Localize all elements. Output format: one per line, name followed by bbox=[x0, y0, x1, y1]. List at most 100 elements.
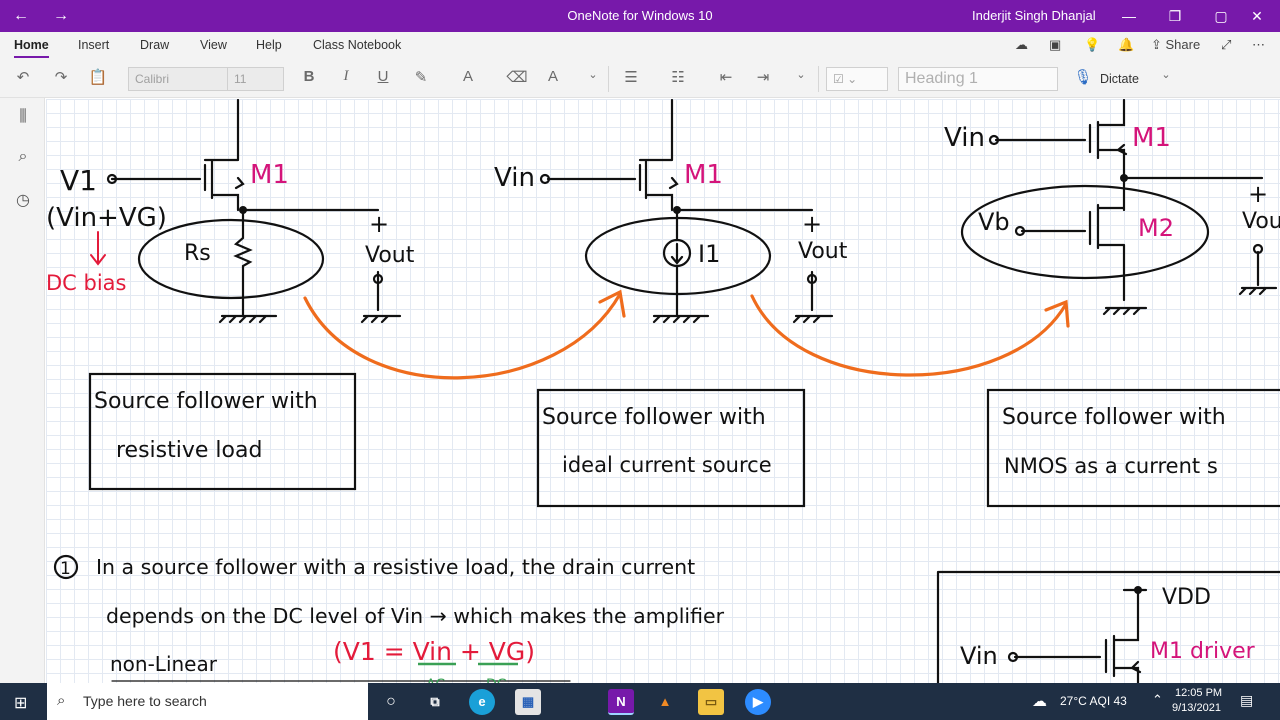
chevron-down-icon[interactable]: ⌄ bbox=[1161, 69, 1171, 81]
clock-time[interactable]: 12:05 PM bbox=[1175, 687, 1223, 699]
weather-icon[interactable]: ☁ bbox=[1032, 693, 1047, 710]
c2-source-label: I1 bbox=[698, 240, 720, 268]
c2-transistor-label: M1 bbox=[684, 160, 723, 190]
c3-caption-line2: NMOS as a current s bbox=[1004, 454, 1218, 478]
font-color-icon[interactable]: A bbox=[462, 68, 473, 85]
back-arrow-icon[interactable]: ← bbox=[13, 7, 29, 24]
sync-icon[interactable]: ☁ bbox=[1015, 37, 1028, 52]
handwriting-ink: V1 (Vin+VG) DC bias M1 Rs + Vout Source … bbox=[46, 99, 1280, 683]
point1-number: 1 bbox=[60, 559, 71, 579]
user-name[interactable]: Inderjit Singh Dhanjal bbox=[972, 8, 1096, 23]
weather-text[interactable]: 27°C AQI 43 bbox=[1060, 694, 1127, 708]
increase-indent-icon[interactable]: ⇥ bbox=[756, 69, 770, 86]
c1-caption-line2: resistive load bbox=[116, 438, 262, 463]
windows-taskbar: ⊞ ⌕ Type here to search ○ ⧉ e ▦ N ▲ ▭ ▶ … bbox=[0, 683, 1280, 720]
c4-supply-label: VDD bbox=[1162, 585, 1211, 610]
file-explorer-icon[interactable]: ▭ bbox=[698, 689, 724, 715]
clock-date[interactable]: 9/13/2021 bbox=[1172, 702, 1221, 714]
c1-input-label: V1 bbox=[60, 164, 97, 197]
minimize-icon[interactable]: — bbox=[1122, 8, 1136, 24]
underline-button[interactable]: U bbox=[377, 68, 389, 85]
tab-insert[interactable]: Insert bbox=[78, 38, 110, 52]
share-button[interactable]: ⇪ Share bbox=[1151, 37, 1201, 52]
notifications-icon[interactable]: 🔔 bbox=[1118, 37, 1135, 52]
search-icon: ⌕ bbox=[57, 692, 66, 709]
numbering-icon[interactable]: ☷ bbox=[671, 69, 685, 86]
recent-icon[interactable]: ◷ bbox=[16, 192, 30, 209]
redo-icon[interactable]: ↷ bbox=[54, 69, 68, 86]
zoom-icon[interactable]: ▶ bbox=[745, 689, 771, 715]
clear-formatting-icon[interactable]: ⌫ bbox=[506, 69, 528, 86]
tab-help[interactable]: Help bbox=[256, 38, 282, 52]
c3-input-label: Vin bbox=[944, 123, 985, 153]
share-label: Share bbox=[1165, 37, 1201, 52]
toolbar-divider bbox=[818, 66, 819, 92]
store-icon[interactable]: ▦ bbox=[515, 689, 541, 715]
tab-home[interactable]: Home bbox=[14, 38, 49, 58]
vlc-icon[interactable]: ▲ bbox=[658, 694, 672, 709]
forward-arrow-icon[interactable]: → bbox=[53, 7, 69, 24]
cortana-icon[interactable]: ○ bbox=[386, 693, 396, 710]
c1-plus: + bbox=[369, 210, 389, 238]
c1-transistor-label: M1 bbox=[250, 160, 289, 190]
undo-icon[interactable]: ↶ bbox=[16, 69, 30, 86]
onenote-icon[interactable]: N bbox=[608, 689, 634, 715]
close-icon[interactable]: ✕ bbox=[1251, 8, 1263, 24]
italic-button[interactable]: I bbox=[343, 68, 349, 84]
fullscreen-icon[interactable]: ⤢ bbox=[1221, 37, 1232, 52]
ribbon-tabs: Home Insert Draw View Help Class Noteboo… bbox=[0, 32, 1280, 60]
windows-start-icon[interactable]: ⊞ bbox=[14, 695, 28, 712]
c3-bias-label: Vb bbox=[978, 208, 1010, 236]
task-view-icon[interactable]: ⧉ bbox=[430, 694, 440, 709]
c1-output-label: Vout bbox=[365, 243, 415, 268]
c3-transistor1-label: M1 bbox=[1132, 123, 1171, 153]
title-bar: ← → OneNote for Windows 10 Inderjit Sing… bbox=[0, 0, 1280, 32]
c3-caption-line1: Source follower with bbox=[1002, 405, 1226, 430]
c4-transistor-label: M1 driver bbox=[1150, 639, 1256, 664]
tab-draw[interactable]: Draw bbox=[140, 38, 170, 52]
search-icon[interactable]: ⌕ bbox=[18, 148, 28, 165]
chevron-up-icon[interactable]: ⌃ bbox=[1152, 692, 1163, 707]
decrease-indent-icon[interactable]: ⇤ bbox=[719, 69, 733, 86]
bullets-icon[interactable]: ☰ bbox=[624, 69, 638, 86]
c2-plus: + bbox=[802, 210, 822, 238]
restore-icon[interactable]: ▢ bbox=[1214, 8, 1228, 24]
bold-button[interactable]: B bbox=[303, 68, 315, 85]
ribbon-toolbar: ↶ ↷ 📋 Calibri 11 B I U ✎ A ⌫ A ⌄ ☰ ☷ ⇤ ⇥… bbox=[0, 60, 1280, 98]
immersive-reader-icon[interactable]: ▣ bbox=[1049, 37, 1062, 52]
microphone-icon[interactable]: 🎙 bbox=[1073, 69, 1093, 86]
window-title: OneNote for Windows 10 bbox=[567, 8, 713, 23]
note-canvas[interactable]: V1 (Vin+VG) DC bias M1 Rs + Vout Source … bbox=[46, 99, 1280, 683]
highlight-icon[interactable]: ✎ bbox=[414, 69, 428, 86]
maximize-icon[interactable]: ❐ bbox=[1168, 8, 1182, 24]
notification-center-icon[interactable]: ▤ bbox=[1240, 692, 1254, 708]
font-name-select[interactable]: Calibri bbox=[128, 67, 228, 91]
chevron-down-icon[interactable]: ⌄ bbox=[796, 69, 806, 81]
point1-line3: non-Linear bbox=[110, 652, 218, 676]
font-size-select[interactable]: 11 bbox=[227, 67, 284, 91]
c3-output-label: Vout bbox=[1242, 209, 1280, 234]
style-select[interactable]: Heading 1 bbox=[898, 67, 1058, 91]
c2-caption-line1: Source follower with bbox=[542, 405, 766, 430]
c1-input-sum: (Vin+VG) bbox=[46, 203, 167, 233]
c3-transistor2-label: M2 bbox=[1138, 214, 1174, 242]
tab-class-notebook[interactable]: Class Notebook bbox=[313, 38, 402, 52]
more-options-icon[interactable]: ⋯ bbox=[1252, 37, 1265, 52]
tag-select[interactable]: ☑ ⌄ bbox=[826, 67, 888, 91]
c4-input-label: Vin bbox=[960, 642, 998, 670]
dictate-button[interactable]: Dictate bbox=[1100, 72, 1139, 86]
lightbulb-icon[interactable]: 💡 bbox=[1084, 37, 1101, 52]
c2-output-label: Vout bbox=[798, 239, 848, 264]
c2-input-label: Vin bbox=[494, 163, 535, 193]
point1-line1: In a source follower with a resistive lo… bbox=[96, 555, 695, 579]
point1-line2: depends on the DC level of Vin → which m… bbox=[106, 604, 725, 628]
clipboard-icon[interactable]: 📋 bbox=[88, 69, 108, 86]
chevron-down-icon[interactable]: ⌄ bbox=[588, 69, 598, 81]
edge-icon[interactable]: e bbox=[469, 689, 495, 715]
c3-plus: + bbox=[1248, 180, 1268, 208]
notebooks-icon[interactable]: ⫼ bbox=[19, 108, 27, 125]
styles-icon[interactable]: A bbox=[547, 68, 558, 85]
taskbar-search[interactable]: ⌕ Type here to search bbox=[47, 683, 368, 720]
left-rail: ⫼ ⌕ ◷ bbox=[0, 98, 45, 683]
tab-view[interactable]: View bbox=[200, 38, 227, 52]
